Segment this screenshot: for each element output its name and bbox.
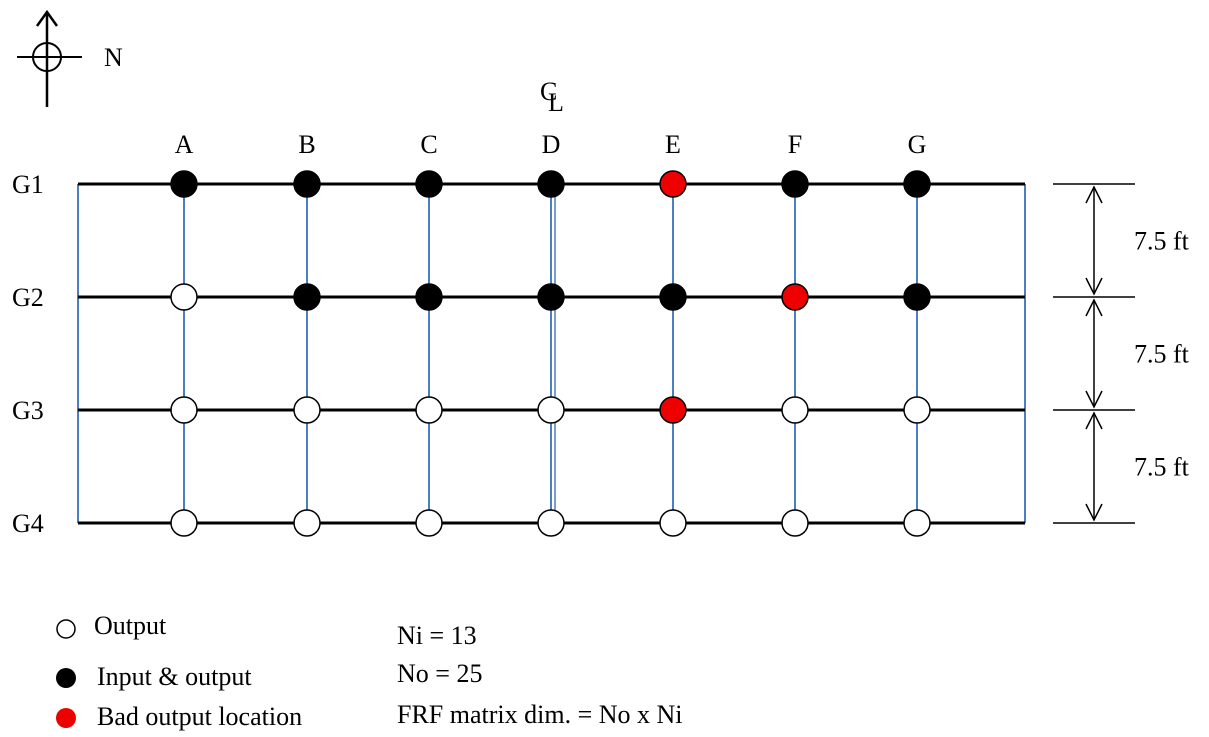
centerline-c: C [540,77,557,106]
no-note: No = 25 [397,659,483,688]
node-g1-b-io [293,170,321,198]
node-g2-c-io [415,283,443,311]
column-label-f: F [788,130,802,159]
dimension-arrowhead-bottom-2 [1085,390,1103,409]
girder-label-g4: G4 [12,509,44,538]
node-g1-d-io [537,170,565,198]
node-g2-g-io [903,283,931,311]
node-g1-f-io [781,170,809,198]
column-label-c: C [420,130,437,159]
legend-input-output-symbol [56,668,76,688]
legend-input-output-label: Input & output [97,662,252,691]
node-g2-a-out [170,283,198,311]
column-label-e: E [665,130,681,159]
node-g4-g-out [903,509,931,537]
legend-bad-symbol [56,708,76,728]
column-labels: A B C D E F G [175,130,927,159]
spacing-label-3: 7.5 ft [1134,453,1190,482]
node-g2-d-io [537,283,565,311]
node-g1-c-io [415,170,443,198]
dimension-arrowhead-top-1 [1085,185,1103,204]
node-g2-f-bad [781,283,809,311]
dimension-arrowhead-top-3 [1085,411,1103,430]
node-g3-c-out [415,396,443,424]
legend-bad-label: Bad output location [97,702,303,731]
centerline-l: L [548,88,564,117]
node-g4-d-out [537,509,565,537]
girder-label-g2: G2 [12,283,44,312]
legend-output-symbol [56,619,76,639]
node-g1-a-io [170,170,198,198]
node-g1-e-bad [659,170,687,198]
ni-note: Ni = 13 [397,621,477,650]
legend-output-label: Output [94,611,167,640]
frf-note: FRF matrix dim. = No x Ni [397,700,683,729]
north-label: N [104,43,123,72]
spacing-label-1: 7.5 ft [1134,227,1190,256]
dimension-arrowhead-top-2 [1085,298,1103,317]
column-label-b: B [298,130,315,159]
north-arrow-icon [17,9,82,107]
node-g3-e-bad [659,396,687,424]
node-g4-b-out [293,509,321,537]
node-g4-c-out [415,509,443,537]
node-g3-a-out [170,396,198,424]
dimension-arrowhead-bottom-3 [1085,503,1103,522]
node-g4-a-out [170,509,198,537]
column-label-g: G [908,130,927,159]
column-lines [183,184,918,523]
node-g2-b-io [293,283,321,311]
node-g3-b-out [293,396,321,424]
node-g3-d-out [537,396,565,424]
node-g3-g-out [903,396,931,424]
node-g3-f-out [781,396,809,424]
node-g2-e-io [659,283,687,311]
node-g1-g-io [903,170,931,198]
sensor-nodes [170,170,931,537]
node-g4-e-out [659,509,687,537]
dimension-arrowhead-bottom-1 [1085,277,1103,296]
girder-label-g3: G3 [12,396,44,425]
girder-label-g1: G1 [12,170,44,199]
node-g4-f-out [781,509,809,537]
column-label-a: A [175,130,194,159]
column-label-d: D [542,130,561,159]
spacing-dimensions: 7.5 ft 7.5 ft 7.5 ft [1053,183,1190,524]
spacing-label-2: 7.5 ft [1134,340,1190,369]
